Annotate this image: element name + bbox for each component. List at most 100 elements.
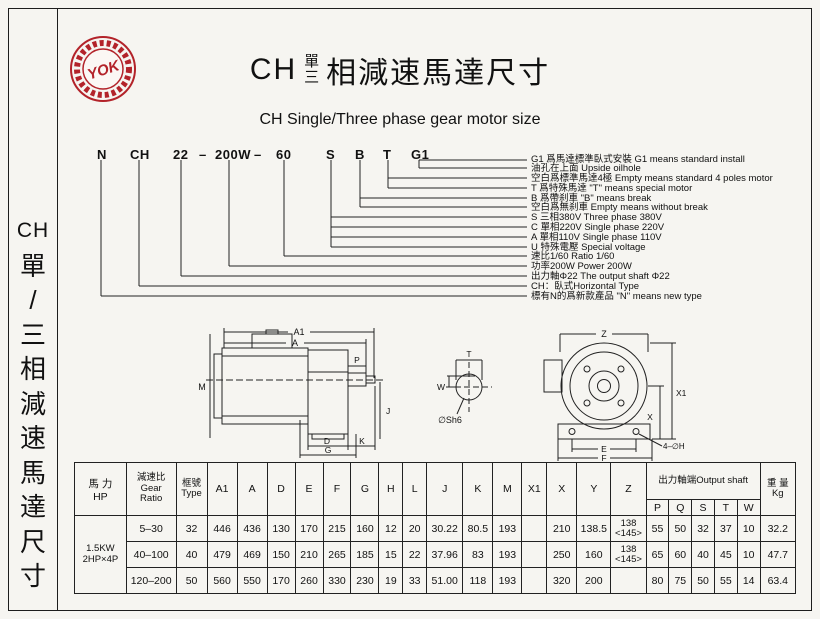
cell-y: 138.5 [576, 515, 612, 542]
cell-h: 12 [378, 515, 404, 542]
cell-x1 [521, 567, 548, 594]
cell-j: 30.22 [426, 515, 464, 542]
cell-a: 550 [236, 567, 268, 594]
cell-t: 55 [713, 567, 738, 594]
code-annotation: C 單相220V Single phase 220V [531, 222, 665, 233]
vertical-title-char: 速 [19, 423, 46, 453]
side-view-drawing: A1 A M P J D K [198, 327, 390, 458]
col-header-k: K [462, 462, 494, 516]
code-annotation: 空白爲標準馬達4極 Empty means standard 4 poles m… [531, 173, 773, 184]
mounting-holes-label: 4–∅H [663, 442, 685, 451]
code-annotation: 功率200W Power 200W [531, 261, 632, 272]
cell-d: 170 [266, 567, 296, 594]
vertical-title-char: 馬 [19, 457, 46, 488]
code-annotation: G1 爲馬達標準臥式安裝 G1 means standard install [531, 154, 745, 165]
cell-k: 83 [462, 541, 494, 568]
dim-w-label: W [437, 382, 445, 392]
col-header-d: D [266, 462, 296, 516]
cell-kg: 63.4 [759, 567, 797, 594]
vertical-title-char: 尺 [19, 526, 46, 557]
cell-a1: 446 [206, 515, 238, 542]
cell-ratio: 120–200 [125, 567, 177, 594]
cell-x: 250 [546, 541, 578, 568]
code-annotation: A 單相110V Single phase 110V [531, 232, 662, 243]
code-annotation: 速比1/60 Ratio 1/60 [531, 251, 615, 262]
cell-s: 40 [691, 541, 715, 568]
dim-d-label: D [324, 436, 330, 446]
dim-f-label: F [601, 453, 606, 463]
vertical-title-char: CH [16, 219, 50, 242]
model-code-token: S [326, 147, 336, 162]
page-subtitle: CH Single/Three phase gear motor size [259, 111, 541, 128]
dim-j-label: J [386, 406, 390, 416]
cell-q: 75 [668, 567, 693, 594]
code-annotation: U 特殊電壓 Special voltage [531, 242, 646, 253]
cell-f: 265 [322, 541, 352, 568]
col-header-a1: A1 [206, 462, 238, 516]
cell-p: 80 [645, 567, 670, 594]
front-view-drawing: Z X1 X E F 4–∅H [543, 329, 687, 463]
cell-x: 210 [546, 515, 578, 542]
cell-m: 193 [492, 541, 523, 568]
model-code-token: 200W [215, 147, 251, 162]
col-header-m: M [492, 462, 523, 516]
table-subheader-row: P Q S T W [75, 499, 796, 516]
col-header-t: T [713, 499, 738, 516]
col-header-x1: X1 [521, 462, 548, 516]
title-stack: 單 三 [304, 54, 319, 86]
cell-k: 118 [462, 567, 494, 594]
model-code-token: G1 [411, 147, 430, 162]
cell-x1 [521, 541, 548, 568]
cell-w: 14 [736, 567, 761, 594]
col-header-z: Z [610, 462, 647, 516]
cell-t: 37 [713, 515, 738, 542]
dim-t-label: T [466, 349, 471, 359]
dim-x1-label: X1 [676, 388, 687, 398]
table-row: 40–100 40 479 469 150 210 265 185 15 22 … [75, 541, 797, 568]
cell-k: 80.5 [462, 515, 494, 542]
cell-a: 469 [236, 541, 268, 568]
dim-p-label: P [354, 355, 360, 365]
vertical-title-char: / [29, 285, 37, 315]
cell-l: 22 [402, 541, 428, 568]
cell-x: 320 [546, 567, 578, 594]
model-code-token: B [355, 147, 365, 162]
cell-w: 10 [736, 541, 761, 568]
col-header-l: L [402, 462, 428, 516]
shaft-detail-drawing: T W ∅Sh6 [437, 349, 492, 425]
dim-z-label: Z [601, 329, 607, 339]
cell-kg: 47.7 [759, 541, 797, 568]
cell-g: 230 [350, 567, 380, 594]
vertical-title-char: 寸 [19, 561, 46, 591]
cell-type: 32 [175, 515, 208, 542]
cell-e: 210 [294, 541, 324, 568]
col-header-p: P [645, 499, 670, 516]
model-code-token: T [383, 147, 392, 162]
dim-k-label: K [359, 436, 365, 446]
cell-ratio: 40–100 [125, 541, 177, 568]
cell-s: 50 [691, 567, 715, 594]
code-annotation: 空白爲無刹車 Empty means without break [531, 202, 708, 213]
cell-m: 193 [492, 567, 523, 594]
cell-z: 138<145> [610, 541, 647, 568]
code-annotation: T 爲特殊馬達 "T" means special motor [531, 183, 693, 194]
cell-z: 138<145> [610, 515, 647, 542]
col-header-q: Q [668, 499, 693, 516]
vertical-title-char: 達 [19, 492, 46, 522]
cell-ratio: 5–30 [125, 515, 177, 542]
cell-h: 19 [378, 567, 404, 594]
vertical-title-char: 單 [19, 250, 46, 281]
company-logo: YOK [70, 36, 136, 102]
code-annotation: 油孔在上面 Upside oilhole [531, 163, 641, 174]
dim-x-label: X [647, 412, 653, 422]
cell-m: 193 [492, 515, 523, 542]
vertical-title-char: 相 [19, 354, 46, 384]
